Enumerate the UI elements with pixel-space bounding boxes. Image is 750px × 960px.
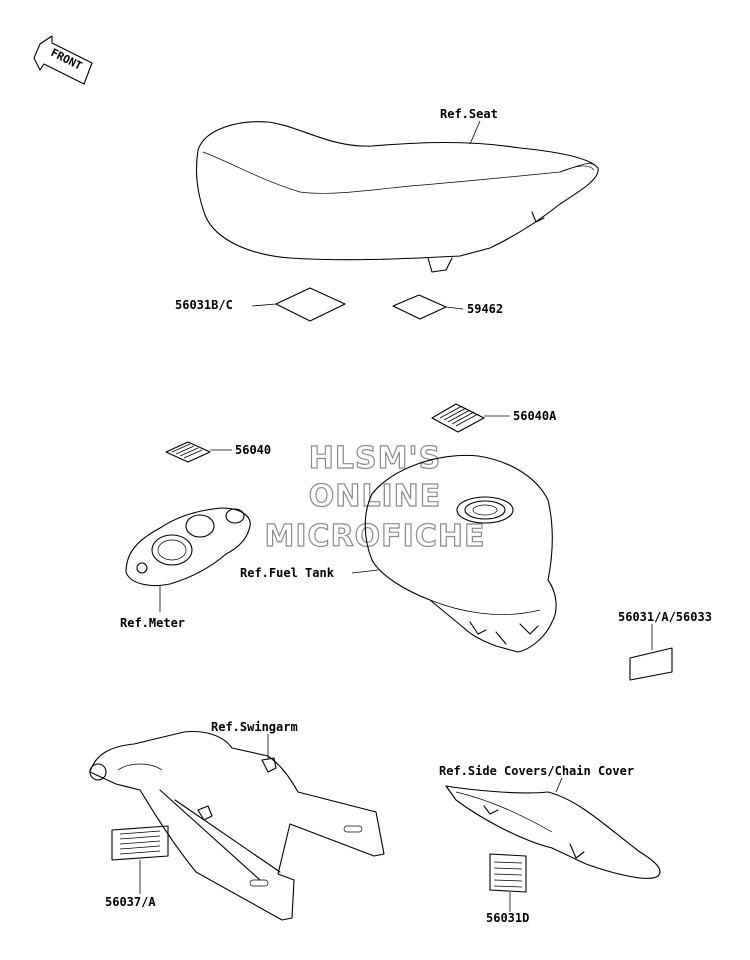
- label-56040a: 56040A: [513, 409, 557, 423]
- label-56031bc: 56031B/C: [175, 298, 233, 312]
- meter-drawing: [125, 507, 251, 587]
- label-59462: 59462: [467, 302, 503, 316]
- watermark-line-1: HLSM'S: [309, 441, 441, 476]
- ref-fuel-tank-label: Ref.Fuel Tank: [240, 566, 335, 580]
- ref-meter-label: Ref.Meter: [120, 616, 185, 630]
- ref-side-covers-label: Ref.Side Covers/Chain Cover: [439, 764, 634, 778]
- ref-swingarm-label: Ref.Swingarm: [211, 720, 298, 734]
- watermark-line-3: MICROFICHE: [265, 519, 486, 554]
- label-56037a-shape: [111, 825, 169, 861]
- label-56037a: 56037/A: [105, 895, 156, 909]
- side-cover-drawing: [445, 785, 661, 879]
- seat-drawing: [195, 121, 599, 273]
- label-56031a-56033-shape: [629, 647, 673, 681]
- front-arrow-icon: FRONT: [33, 35, 93, 85]
- label-56031a-56033: 56031/A/56033: [618, 610, 712, 624]
- label-56031bc-shape: [275, 287, 346, 322]
- swingarm-drawing: [89, 730, 385, 921]
- ref-seat-label: Ref.Seat: [440, 107, 498, 121]
- label-56040-shape: [165, 441, 211, 463]
- label-56031d: 56031D: [486, 911, 529, 925]
- watermark-line-2: ONLINE: [309, 479, 442, 514]
- label-56040: 56040: [235, 443, 271, 457]
- fuel-tank-drawing: [364, 454, 557, 653]
- watermark: HLSM'S ONLINE MICROFICHE: [264, 440, 486, 554]
- label-56040a-shape: [431, 403, 485, 433]
- label-59462-shape: [392, 294, 447, 320]
- label-56031d-shape: [489, 853, 527, 893]
